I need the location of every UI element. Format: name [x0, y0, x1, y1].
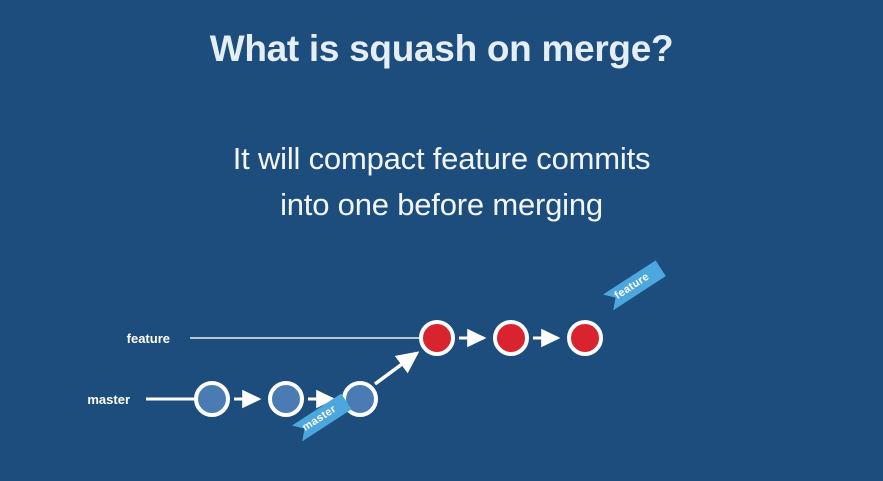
commit-node-feature-2[interactable]: [493, 320, 529, 356]
page-title: What is squash on merge?: [209, 28, 674, 69]
branch-label-feature: feature: [126, 331, 170, 346]
arrow-branch-off-to-feature: [373, 351, 420, 386]
git-branch-diagram: feature master master feature: [0, 255, 883, 481]
commit-node-feature-1[interactable]: [419, 320, 455, 356]
commit-node-master-2[interactable]: [268, 381, 304, 417]
commit-node-master-1[interactable]: [194, 381, 230, 417]
commit-node-feature-3[interactable]: [567, 320, 603, 356]
subtitle-line-2: into one before merging: [280, 187, 603, 222]
git-graph-svg: [146, 320, 603, 417]
subtitle-line-1: It will compact feature commits: [232, 141, 651, 176]
branch-label-master: master: [87, 392, 130, 407]
page-subtitle: It will compact feature commits into one…: [0, 136, 883, 228]
